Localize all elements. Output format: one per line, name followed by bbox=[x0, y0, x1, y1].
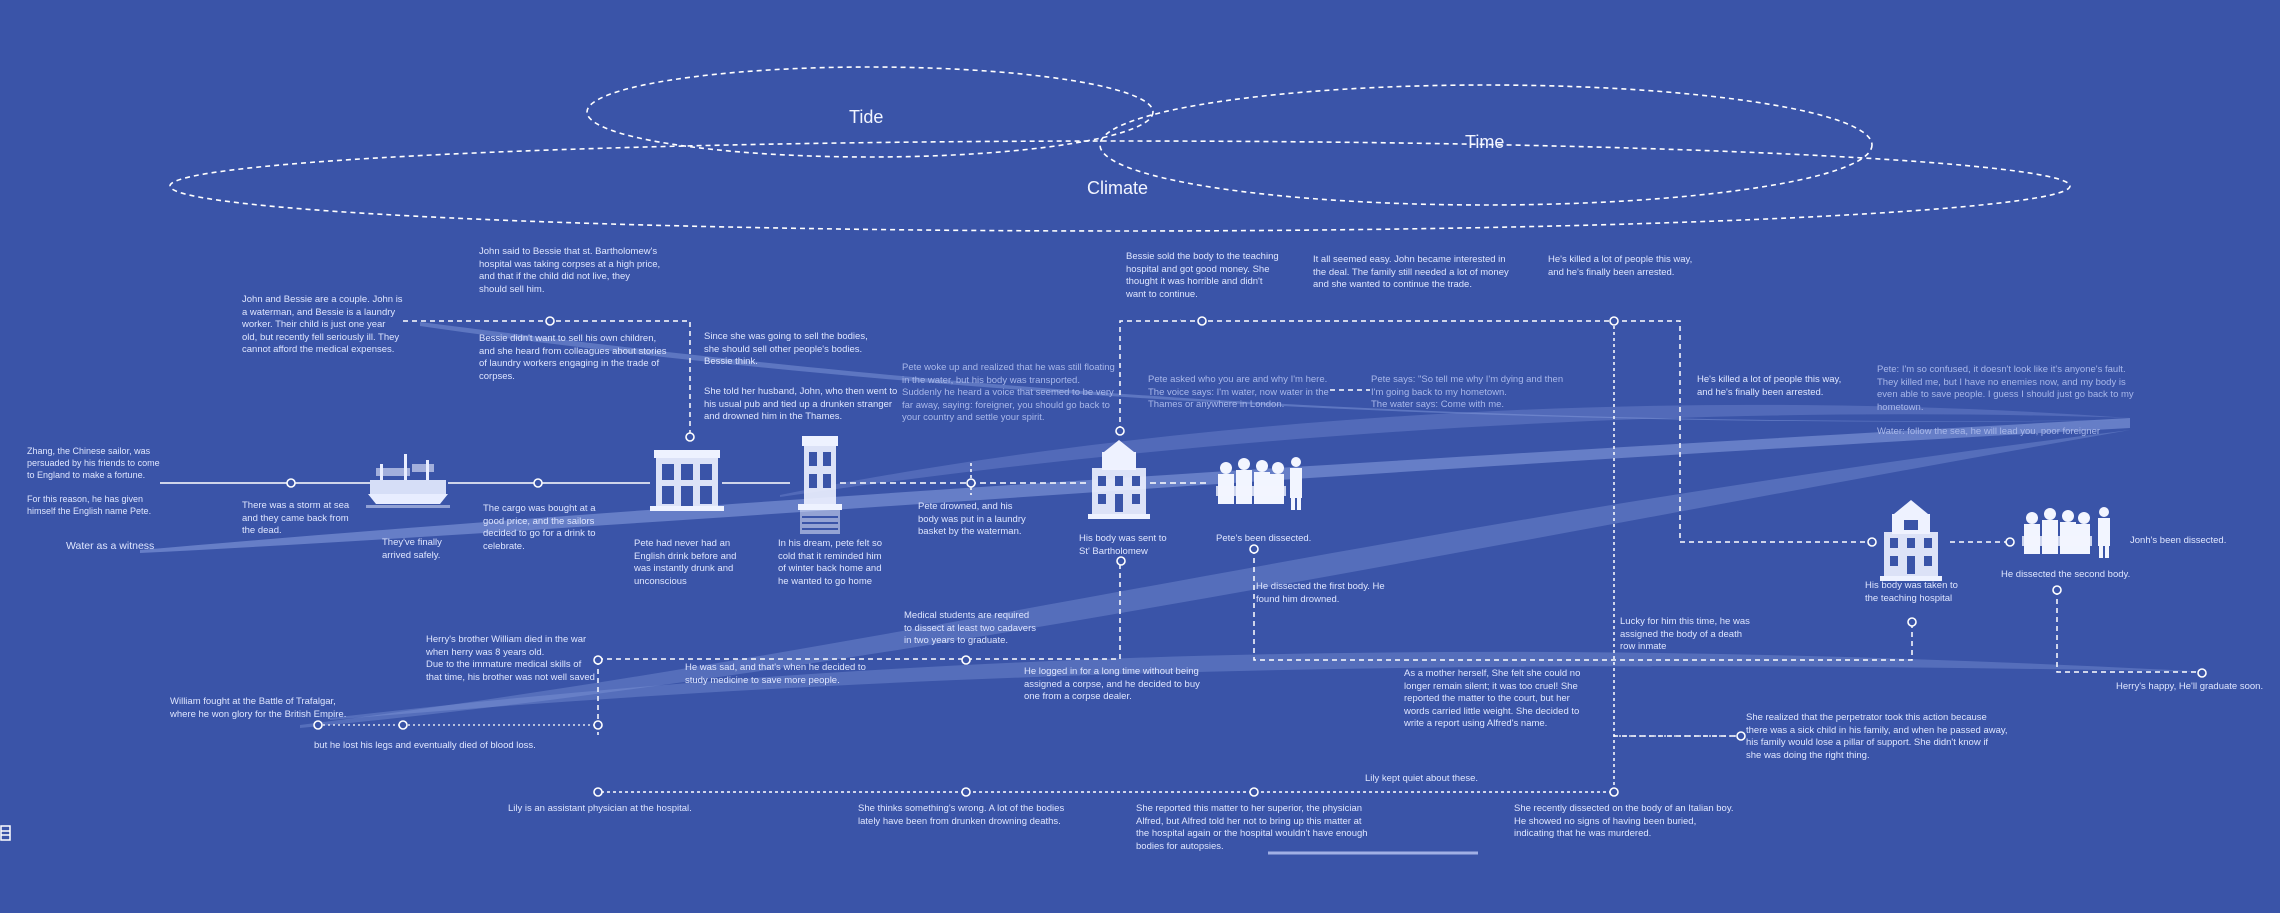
note-thinks-wrong: She thinks something's wrong. A lot of t… bbox=[858, 803, 1064, 828]
note-dissected-second: He dissected the second body. bbox=[2001, 569, 2130, 582]
note-mother: As a mother herself, She felt she could … bbox=[1404, 668, 1580, 731]
time-label: Time bbox=[1465, 132, 1504, 153]
note-lily-assistant: Lily is an assistant physician at the ho… bbox=[508, 803, 692, 816]
hospital-building-image bbox=[1088, 440, 1150, 520]
note-pete-says: Pete says: "So tell me why I'm dying and… bbox=[1371, 374, 1563, 412]
note-zhang-name: For this reason, he has given himself th… bbox=[27, 493, 151, 517]
note-couple: John and Bessie are a couple. John is a … bbox=[242, 294, 403, 357]
note-logged-in: He logged in for a long time without bei… bbox=[1024, 666, 1200, 704]
note-follow-sea: Water: follow the sea, he will lead you,… bbox=[1877, 426, 2100, 439]
note-storm: There was a storm at sea and they came b… bbox=[242, 500, 349, 538]
second-dissection-crowd-image bbox=[2020, 504, 2114, 562]
pub-building-image bbox=[650, 444, 724, 512]
note-dream: In his dream, pete felt so cold that it … bbox=[778, 538, 882, 588]
note-confused: Pete: I'm so confused, it doesn't look l… bbox=[1877, 364, 2134, 414]
note-lucky: Lucky for him this time, he was assigned… bbox=[1620, 616, 1750, 654]
note-told-husband: She told her husband, John, who then wen… bbox=[704, 386, 897, 424]
note-reported: She reported this matter to her superior… bbox=[1136, 803, 1368, 853]
note-bessie-didnt: Bessie didn't want to sell his own child… bbox=[479, 333, 666, 383]
note-been-dissected: Pete's been dissected. bbox=[1216, 533, 1311, 546]
note-herry-happy: Herry's happy, He'll graduate soon. bbox=[2116, 681, 2263, 694]
note-pete-asked: Pete asked who you are and why I'm here.… bbox=[1148, 374, 1329, 412]
note-easy: It all seemed easy. John became interest… bbox=[1313, 254, 1509, 292]
note-dissected-first: He dissected the first body. He found hi… bbox=[1256, 581, 1385, 606]
thames-tower-image bbox=[796, 434, 844, 536]
note-medical-students: Medical students are required to dissect… bbox=[904, 610, 1036, 648]
note-lily-quiet: Lily kept quiet about these. bbox=[1365, 773, 1478, 786]
witness-label: Water as a witness bbox=[66, 540, 154, 553]
note-zhang-intro: Zhang, the Chinese sailor, was persuaded… bbox=[27, 445, 160, 481]
note-drowned: Pete drowned, and his body was put in a … bbox=[918, 501, 1026, 539]
note-herry-brother: Herry's brother William died in the war … bbox=[426, 634, 595, 684]
tide-label: Tide bbox=[849, 107, 883, 128]
note-bessie-sold: Bessie sold the body to the teaching hos… bbox=[1126, 251, 1279, 301]
theme-ellipses bbox=[170, 67, 2070, 231]
note-woke-up: Pete woke up and realized that he was st… bbox=[902, 362, 1115, 425]
note-realized: She realized that the perpetrator took t… bbox=[1746, 712, 2008, 762]
ship-image bbox=[366, 450, 450, 510]
note-was-sad: He was sad, and that's when he decided t… bbox=[685, 662, 866, 687]
note-arrived: They've finally arrived safely. bbox=[382, 537, 442, 562]
note-taken-teaching: His body was taken to the teaching hospi… bbox=[1865, 580, 1958, 605]
climate-label: Climate bbox=[1087, 178, 1148, 199]
note-lost-legs: but he lost his legs and eventually died… bbox=[314, 740, 536, 753]
note-cargo: The cargo was bought at a good price, an… bbox=[483, 503, 596, 553]
teaching-hospital-image bbox=[1880, 500, 1942, 582]
note-jonh-dissected: Jonh's been dissected. bbox=[2130, 535, 2226, 548]
note-recently: She recently dissected on the body of an… bbox=[1514, 803, 1734, 841]
note-never-drink: Pete had never had an English drink befo… bbox=[634, 538, 736, 588]
note-killed-mid: He's killed a lot of people this way, an… bbox=[1697, 374, 1841, 399]
note-sent-st: His body was sent to St' Bartholomew bbox=[1079, 533, 1167, 558]
note-killed-top: He's killed a lot of people this way, an… bbox=[1548, 254, 1692, 279]
note-william: William fought at the Battle of Trafalga… bbox=[170, 696, 346, 721]
side-panel-icon[interactable] bbox=[0, 824, 12, 842]
dissection-crowd-image bbox=[1214, 452, 1306, 514]
note-john-said: John said to Bessie that st. Bartholomew… bbox=[479, 246, 660, 296]
note-sell-others: Since she was going to sell the bodies, … bbox=[704, 331, 868, 369]
